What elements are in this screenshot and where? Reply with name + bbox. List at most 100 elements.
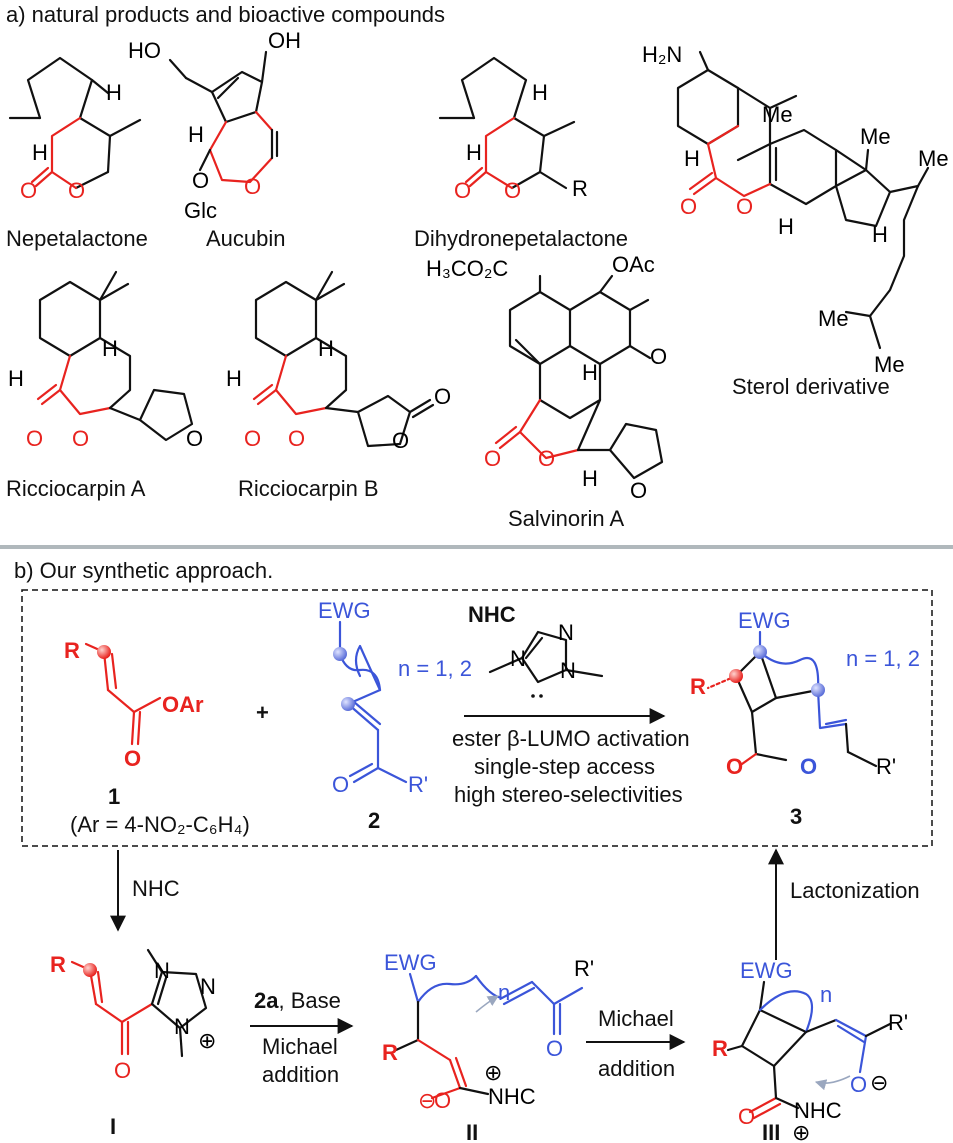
reactive-site-ball	[83, 963, 97, 977]
reactant-2-o: O	[332, 772, 349, 797]
intermediate-2-r: R	[382, 1040, 398, 1065]
intermediate-2-plus: ⊕	[484, 1060, 502, 1085]
intermediate-3-r: R	[712, 1036, 728, 1061]
dihydro-o-ring: O	[504, 178, 521, 203]
ricciocarpin-b-caption: Ricciocarpin B	[238, 476, 379, 501]
intermediate-2: EWG n R' O R ⊖ O NHC ⊕ II	[382, 950, 594, 1143]
section-b-heading: b) Our synthetic approach.	[14, 558, 273, 583]
salvinorin-a-structure: H₃CO₂C OAc O H H O O O	[426, 252, 667, 503]
intermediate-1: R O N N N ⊕ I	[50, 948, 216, 1139]
ricciocarpin-b-h-top: H	[318, 336, 334, 361]
intermediate-1-n-3: N	[174, 1014, 190, 1039]
reactant-1: R OAr O 1 (Ar = 4-NO₂-C₆H₄)	[64, 638, 250, 837]
sterol-me-3: Me	[918, 146, 949, 171]
aucubin-ho: HO	[128, 38, 161, 63]
reactive-site-ball	[333, 647, 347, 661]
nepetalactone-caption: Nepetalactone	[6, 226, 148, 251]
reactive-site-ball	[97, 645, 111, 659]
sterol-h-2: H	[778, 214, 794, 239]
step-michael-1-reagent-bold: 2a	[254, 988, 279, 1013]
sterol-o-carbonyl: O	[680, 194, 697, 219]
aucubin-caption: Aucubin	[206, 226, 286, 251]
reactant-2: EWG n = 1, 2 O R' 2	[318, 598, 472, 833]
salvinorin-o-ring: O	[538, 446, 555, 471]
step-michael-1-line2: addition	[262, 1062, 339, 1087]
reactant-1-r: R	[64, 638, 80, 663]
intermediate-1-o: O	[114, 1058, 131, 1083]
intermediate-2-n: n	[498, 980, 510, 1005]
reactant-2-label: 2	[368, 808, 380, 833]
sterol-h2n: H₂N	[642, 42, 682, 67]
intermediate-3-label: III	[762, 1120, 780, 1143]
intermediate-2-label: II	[466, 1120, 478, 1143]
product-3-o-carbonyl: O	[726, 754, 743, 779]
ricciocarpin-a-h-top: H	[102, 336, 118, 361]
product-3-label: 3	[790, 804, 802, 829]
intermediate-3-ewg: EWG	[740, 958, 793, 983]
product-3-o-ring: O	[800, 754, 817, 779]
sterol-me-5: Me	[874, 352, 905, 377]
ricciocarpin-b-o-carbonyl: O	[244, 426, 261, 451]
aucubin-o-ring: O	[244, 174, 261, 199]
aucubin-glc: Glc	[184, 198, 217, 223]
intermediate-3: EWG n R' R O ⊖ O NHC ⊕ III	[712, 958, 908, 1143]
salvinorin-oac: OAc	[612, 252, 655, 277]
salvinorin-o-furan: O	[630, 478, 647, 503]
sterol-h-1: H	[684, 146, 700, 171]
ricciocarpin-b-o-carbonyl2: O	[434, 384, 451, 409]
intermediate-2-nhc: NHC	[488, 1084, 536, 1109]
aucubin-h: H	[188, 122, 204, 147]
sterol-h-3: H	[872, 222, 888, 247]
aucubin-structure: OH HO H O Glc O	[128, 28, 301, 223]
ricciocarpin-a-structure: H H O O O	[8, 270, 203, 451]
nhc-catalyst: NHC N N N	[468, 602, 604, 698]
product-3-ewg: EWG	[738, 608, 791, 633]
nepetalactone-o-ring: O	[68, 178, 85, 203]
reactive-site-ball	[811, 683, 825, 697]
intermediate-2-o-red: O	[434, 1088, 451, 1113]
aucubin-oh: OH	[268, 28, 301, 53]
ricciocarpin-b-o-ring: O	[288, 426, 305, 451]
step-michael-2-line1: Michael	[598, 1006, 674, 1031]
ricciocarpin-a-o-furan: O	[186, 426, 203, 451]
reactant-1-oar: OAr	[162, 692, 204, 717]
step-nhc-label: NHC	[132, 876, 180, 901]
dihydronepetalactone-caption: Dihydronepetalactone	[414, 226, 628, 251]
step-michael-1-line1: Michael	[262, 1034, 338, 1059]
salvinorin-o-ketone: O	[650, 344, 667, 369]
salvinorin-h3co2c: H₃CO₂C	[426, 256, 508, 281]
intermediate-3-minus: ⊖	[870, 1070, 888, 1095]
step-michael-2-line2: addition	[598, 1056, 675, 1081]
ricciocarpin-b-structure: H H O O O O	[226, 270, 451, 453]
product-3-n-note: n = 1, 2	[846, 646, 920, 671]
plus-sign: +	[256, 700, 269, 725]
step-michael-1-reagent: 2a, Base	[254, 988, 341, 1013]
salvinorin-a-caption: Salvinorin A	[508, 506, 625, 531]
dihydro-h-left: H	[466, 140, 482, 165]
reactant-2-ewg: EWG	[318, 598, 371, 623]
reactive-site-ball	[729, 669, 743, 683]
reactant-1-note: (Ar = 4-NO₂-C₆H₄)	[70, 812, 250, 837]
salvinorin-h-bottom: H	[582, 466, 598, 491]
product-3-r: R	[690, 674, 706, 699]
intermediate-3-nhc: NHC	[794, 1098, 842, 1123]
catalyst-label: NHC	[468, 602, 516, 627]
ricciocarpin-a-caption: Ricciocarpin A	[6, 476, 146, 501]
nepetalactone-h-top: H	[106, 80, 122, 105]
sterol-derivative-caption: Sterol derivative	[732, 374, 890, 399]
step-michael-1-reagent-rest: , Base	[278, 988, 340, 1013]
nhc-n-2: N	[510, 646, 526, 671]
reactive-site-ball	[753, 645, 767, 659]
dihydro-r: R	[572, 176, 588, 201]
reaction-box	[21, 589, 933, 847]
reactant-1-o: O	[124, 746, 141, 771]
condition-3: high stereo-selectivities	[454, 782, 683, 807]
product-3: EWG n = 1, 2 R O O R' 3	[690, 608, 920, 829]
intermediate-3-o-blue: O	[850, 1072, 867, 1097]
reactant-2-n-note: n = 1, 2	[398, 656, 472, 681]
condition-1: ester β-LUMO activation	[452, 726, 690, 751]
nhc-n-1: N	[558, 620, 574, 645]
nepetalactone-structure: H H O O	[8, 56, 142, 203]
section-a-heading: a) natural products and bioactive compou…	[6, 2, 445, 27]
